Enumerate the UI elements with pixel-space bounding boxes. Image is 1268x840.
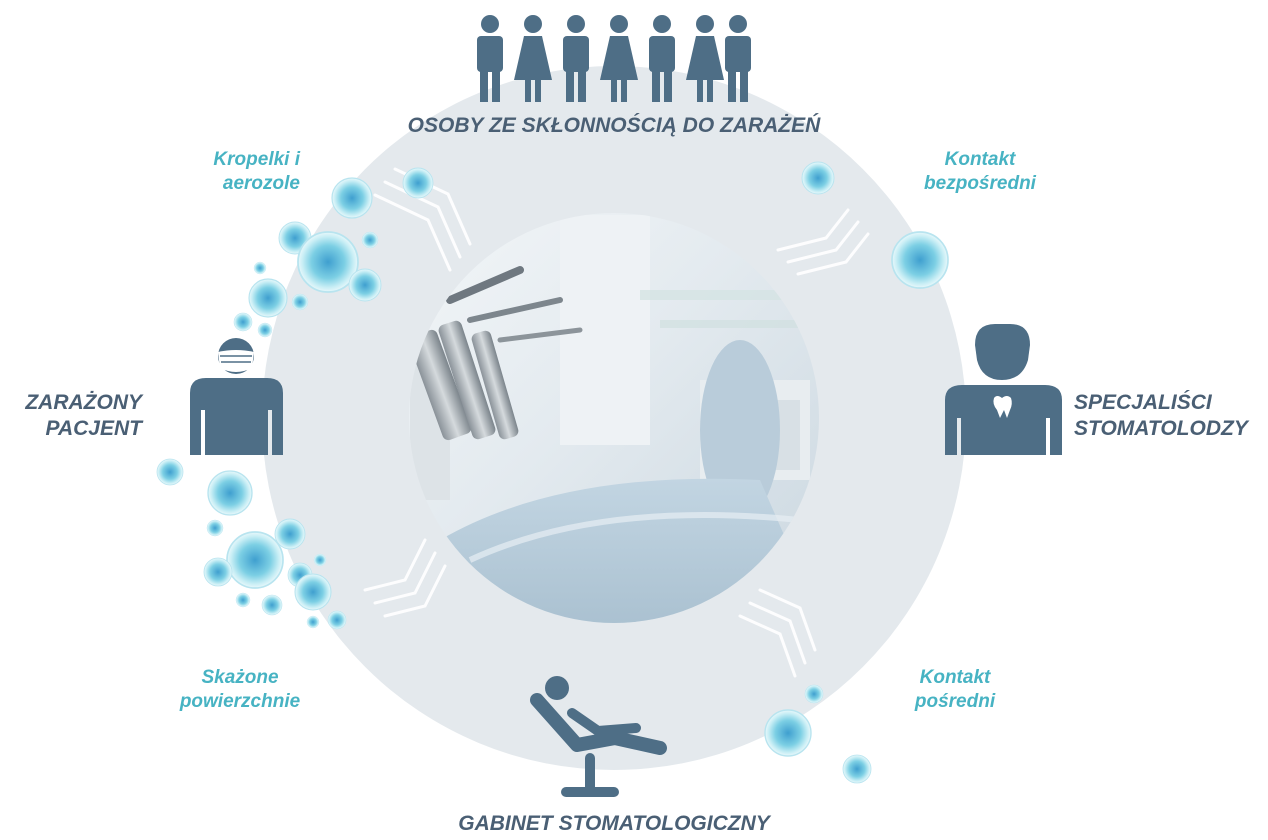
contaminated-surfaces-line1: Skażone (201, 667, 279, 688)
group-of-people-icon (477, 15, 751, 102)
contaminated-surfaces-line2: powierzchnie (179, 690, 301, 712)
arrow-chevrons (363, 167, 870, 678)
direct-contact-label: Kontakt bezpośredni (900, 148, 1060, 196)
indirect-contact-label: Kontakt pośredni (880, 666, 1030, 714)
dental-specialists-line1: SPECJALIŚCI (1074, 391, 1212, 414)
bottom-label: GABINET STOMATOLOGICZNY (458, 812, 770, 835)
contaminated-surfaces-label: Skażone powierzchnie (160, 666, 320, 714)
masked-patient-icon (190, 338, 283, 455)
direct-contact-line1: Kontakt (944, 149, 1016, 170)
indirect-contact-line1: Kontakt (919, 667, 991, 688)
top-label: OSOBY ZE SKŁONNOŚCIĄ DO ZARAŻEŃ (407, 114, 821, 137)
dental-chair-icon (530, 676, 667, 797)
infected-patient-label: ZARAŻONY PACJENT (0, 390, 142, 443)
infected-patient-line2: PACJENT (45, 417, 142, 441)
infected-patient-line1: ZARAŻONY (25, 391, 142, 414)
indirect-contact-line2: pośredni (914, 690, 996, 712)
dentist-icon (945, 324, 1062, 455)
direct-contact-line2: bezpośredni (924, 172, 1036, 194)
dental-specialists-line2: STOMATOLODZY (1074, 417, 1248, 441)
droplets-label: Kropelki i aerozole (160, 148, 300, 196)
droplets-line1: Kropelki i (213, 149, 300, 170)
dental-specialists-label: SPECJALIŚCI STOMATOLODZY (1074, 390, 1264, 443)
droplets-line2: aerozole (222, 172, 300, 194)
dental-office-photo (409, 213, 819, 623)
